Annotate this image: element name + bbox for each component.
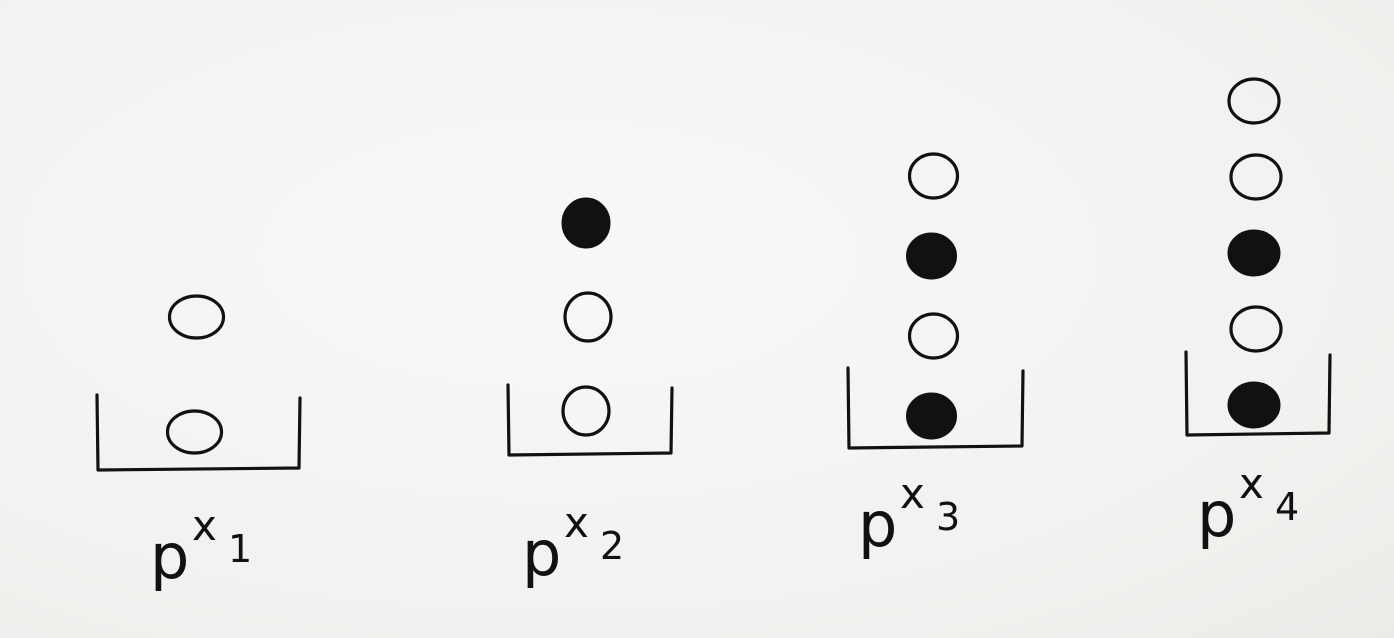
filled-ball-3-3 [906,232,957,280]
filled-ball-3-1 [906,392,957,440]
label-base: p [150,520,189,593]
label-base: p [1197,478,1236,551]
open-ball-4-5 [1227,77,1281,125]
label-var: x [1239,459,1264,508]
container-3 [846,366,1025,450]
label-sub: 2 [600,524,624,568]
label-sub: 1 [228,527,252,571]
filled-ball-4-1 [1227,381,1281,429]
label-var: x [900,469,925,518]
container-1 [95,393,302,472]
container-4 [1184,350,1332,437]
open-ball-2-2 [563,291,613,343]
filled-ball-2-3 [561,197,611,249]
open-ball-4-4 [1229,153,1283,201]
open-ball-3-4 [907,152,960,200]
open-ball-2-1 [561,385,611,437]
open-ball-3-2 [907,312,960,360]
label-sub: 4 [1275,485,1299,529]
label-sub: 3 [936,495,960,539]
label-var: x [564,498,589,547]
filled-ball-4-3 [1227,229,1281,277]
open-ball-1-1 [165,409,224,455]
label-base: p [858,488,897,561]
label-base: p [522,517,561,590]
open-ball-4-2 [1229,305,1283,353]
container-2 [506,383,674,457]
open-ball-1-2 [167,294,226,340]
label-var: x [192,501,217,550]
